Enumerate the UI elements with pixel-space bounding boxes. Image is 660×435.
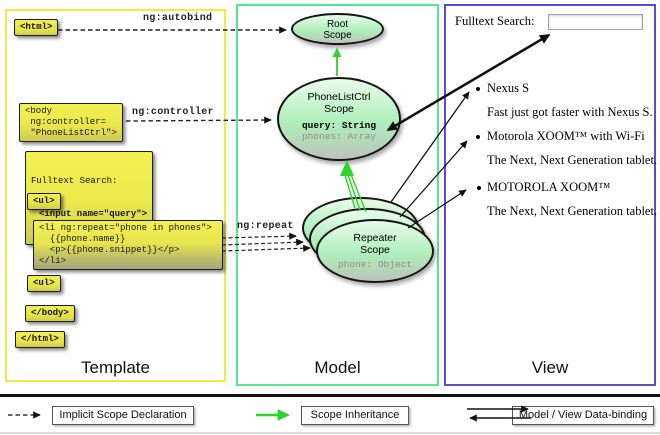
view-item-title: MOTOROLA XOOM™ xyxy=(487,180,611,194)
code-fulltext-input: <input name="query"> xyxy=(39,209,148,219)
bullet-icon xyxy=(476,87,480,91)
view-item-desc: The Next, Next Generation tablet. xyxy=(487,153,658,167)
template-panel-label: Template xyxy=(81,358,150,377)
code-li-repeat: <li ng:repeat="phone in phones"> {{phone… xyxy=(33,220,223,270)
legend-separator-line xyxy=(0,394,660,397)
view-panel xyxy=(444,4,656,386)
view-item-desc: The Next, Next Generation tablet. xyxy=(487,204,658,218)
model-panel-label: Model xyxy=(314,358,361,377)
phonelistctrl-scope-title: PhoneListCtrl Scope xyxy=(307,91,371,115)
code-ul-open: <ul> xyxy=(27,193,61,210)
code-html-close: </html> xyxy=(15,331,65,348)
code-body-close: </body> xyxy=(25,305,75,322)
code-ul-close: <ul> xyxy=(27,275,61,292)
legend-implicit-scope-box: Implicit Scope Declaration xyxy=(52,406,194,425)
code-fulltext-label: Fulltext Search: xyxy=(31,176,118,186)
window-bottom-edge xyxy=(0,432,660,434)
ng-autobind-label: ng:autobind xyxy=(143,13,213,24)
view-panel-label: View xyxy=(531,358,569,377)
legend-scope-inheritance-box: Scope Inheritance xyxy=(301,406,409,425)
code-html-open: <html> xyxy=(14,19,59,36)
view-item-desc: Fast just got faster with Nexus S. xyxy=(487,105,653,119)
legend-databinding-box: Model / View Data-binding xyxy=(512,406,654,425)
bullet-icon xyxy=(477,186,481,190)
root-scope-title: Root Scope xyxy=(323,19,352,41)
root-scope-ellipse: Root Scope xyxy=(291,13,384,45)
model-panel xyxy=(236,4,439,386)
bullet-icon xyxy=(476,135,480,139)
ng-controller-label: ng:controller xyxy=(132,107,214,118)
repeater-scope-title: Repeater Scope xyxy=(353,232,397,256)
phonelistctrl-scope-ellipse: PhoneListCtrl Scope query: String phones… xyxy=(277,77,401,161)
view-item-title: Motorola XOOM™ with Wi-Fi xyxy=(487,129,645,143)
ng-repeat-label: ng:repeat xyxy=(237,221,294,232)
repeater-prop-phone: phone: Object xyxy=(337,259,413,270)
view-search-label: Fulltext Search: xyxy=(455,14,535,28)
repeater-scope-ellipse: Repeater Scope phone: Object xyxy=(316,219,434,283)
view-item-title: Nexus S xyxy=(487,81,530,95)
fulltext-search-input[interactable] xyxy=(548,14,643,30)
phonelistctrl-prop-query: query: String xyxy=(301,120,377,131)
template-panel xyxy=(5,9,226,382)
code-body-open: <body ng:controller= "PhoneListCtrl"> xyxy=(19,103,123,142)
phonelistctrl-prop-phones: phones: Array xyxy=(301,131,377,142)
